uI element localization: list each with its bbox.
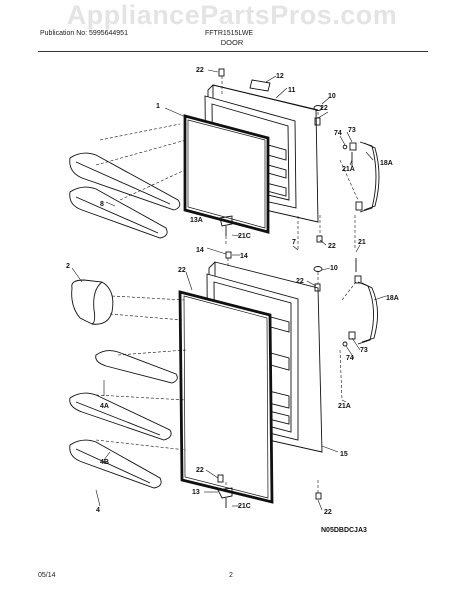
part-label-14: 14 (196, 247, 204, 254)
part-label-74: 74 (346, 355, 354, 362)
part-label-4: 4 (96, 507, 100, 514)
part-label-4b: 4B (100, 459, 109, 466)
part-label-10: 10 (330, 265, 338, 272)
part-label-73: 73 (360, 347, 368, 354)
part-label-21: 21 (358, 239, 366, 246)
part-label-11: 11 (288, 87, 296, 94)
part-label-21a: 21A (342, 166, 355, 173)
part-label-73: 73 (348, 127, 356, 134)
part-label-21c: 21C (238, 503, 251, 510)
part-label-10: 10 (328, 93, 336, 100)
part-label-1: 1 (156, 103, 160, 110)
part-label-74: 74 (334, 130, 342, 137)
part-label-7: 7 (292, 239, 296, 246)
watermark-logo: AppliancePartsPros.com (66, 0, 398, 30)
page-number: 2 (229, 572, 233, 579)
part-label-22: 22 (296, 278, 304, 285)
part-label-22: 22 (196, 467, 204, 474)
part-label-13a: 13A (190, 217, 203, 224)
diagram-code: N05DBDCJA3 (321, 527, 367, 534)
part-label-22: 22 (178, 267, 186, 274)
part-label-12: 12 (276, 73, 284, 80)
part-label-22: 22 (196, 67, 204, 74)
model-number: FFTR1515LWE (205, 30, 254, 37)
publication-number: Publication No: 5995644951 (40, 30, 128, 37)
part-label-22: 22 (320, 105, 328, 112)
part-label-18a: 18A (386, 295, 399, 302)
part-label-14: 14 (240, 253, 248, 260)
part-label-15: 15 (340, 451, 348, 458)
part-label-2: 2 (66, 263, 70, 270)
part-label-8: 8 (100, 201, 104, 208)
part-label-21a: 21A (338, 403, 351, 410)
part-label-22: 22 (328, 243, 336, 250)
part-label-22: 22 (324, 509, 332, 516)
part-label-21c: 21C (238, 233, 251, 240)
header-rule (38, 51, 428, 52)
footer-date: 05/14 (38, 572, 56, 579)
part-label-4a: 4A (100, 403, 109, 410)
section-title: DOOR (220, 38, 244, 47)
part-label-13: 13 (192, 489, 200, 496)
part-label-18a: 18A (380, 160, 393, 167)
